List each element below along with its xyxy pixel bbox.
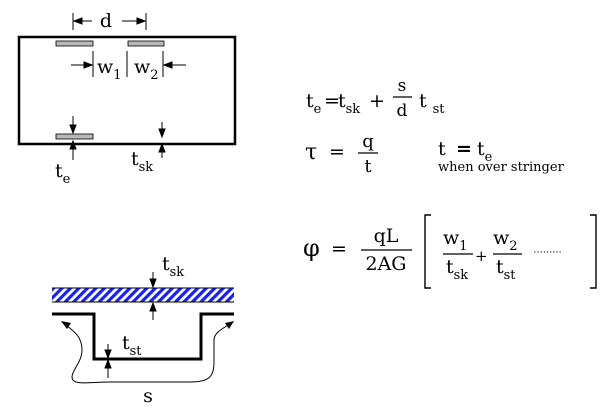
stringer-pad-top-right: [127, 40, 165, 47]
te-eq-plus: +: [369, 90, 385, 112]
d-dimension: [72, 13, 147, 30]
stringer-note-te: te: [477, 138, 493, 165]
phi-eq-w1: w1: [443, 227, 468, 254]
te-label: te: [55, 160, 71, 187]
s-label: s: [143, 385, 153, 407]
tau-eq-frac-den: t: [364, 156, 372, 177]
tsk-label: tsk: [131, 148, 153, 175]
te-eq-frac-num: s: [398, 76, 407, 96]
stringer-pad-bottom: [55, 133, 94, 140]
skin-hatched: [52, 288, 234, 302]
tau-eq-frac-num: q: [362, 131, 374, 152]
phi-eq-frac-num: qL: [374, 225, 399, 247]
te-eq-tsk: tsk: [338, 90, 360, 117]
phi-eq-tsk: tsk: [446, 256, 468, 283]
tsk-arrows: [158, 122, 166, 158]
te-eq-equals: =: [324, 90, 340, 112]
phi-eq-plus: +: [475, 247, 488, 265]
stringer-pad-top-left: [55, 40, 94, 47]
tst-label: tst: [122, 332, 142, 359]
d-label: d: [100, 10, 112, 32]
w2-label: w2: [134, 56, 159, 83]
stringer-note-equals: =: [456, 138, 472, 160]
phi-eq-lhs: φ: [303, 234, 320, 262]
left-bracket: [424, 214, 431, 289]
tsk-section-label: tsk: [162, 253, 184, 280]
tau-eq-equals: =: [329, 141, 345, 163]
phi-eq-equals: =: [331, 238, 347, 260]
tsk-section-arrows: [149, 272, 157, 320]
hat-stringer: [52, 312, 234, 361]
right-bracket: [590, 214, 597, 289]
s-arrowhead-right: [225, 321, 234, 329]
equation-twist-angle: φ = qL 2AG w1 tsk + w2 tst ·········: [303, 214, 597, 289]
w1-label: w1: [97, 56, 122, 83]
tst-arrows: [104, 344, 112, 378]
phi-eq-ellipsis: ·········: [533, 246, 561, 258]
equation-shear-stress: τ = q t t = te when over stringer: [305, 131, 565, 177]
phi-eq-w2: w2: [493, 227, 518, 254]
tau-eq-lhs: τ: [305, 140, 317, 165]
w-dimension: [71, 51, 186, 77]
stringer-section: tsk tst s: [52, 253, 234, 407]
box-outline: [17, 35, 237, 146]
s-contour: [61, 321, 234, 384]
stringer-note-text: when over stringer: [438, 160, 565, 175]
te-arrows: [69, 116, 77, 160]
box-section: d w1 w2 te tsk: [17, 10, 237, 187]
phi-eq-frac-den: 2AG: [366, 253, 407, 275]
stringer-note-t: t: [438, 138, 446, 160]
te-eq-lhs: te: [306, 90, 322, 117]
s-arrowhead-left: [61, 321, 71, 329]
phi-eq-tst: tst: [496, 256, 516, 283]
te-eq-frac-den: d: [397, 101, 408, 121]
